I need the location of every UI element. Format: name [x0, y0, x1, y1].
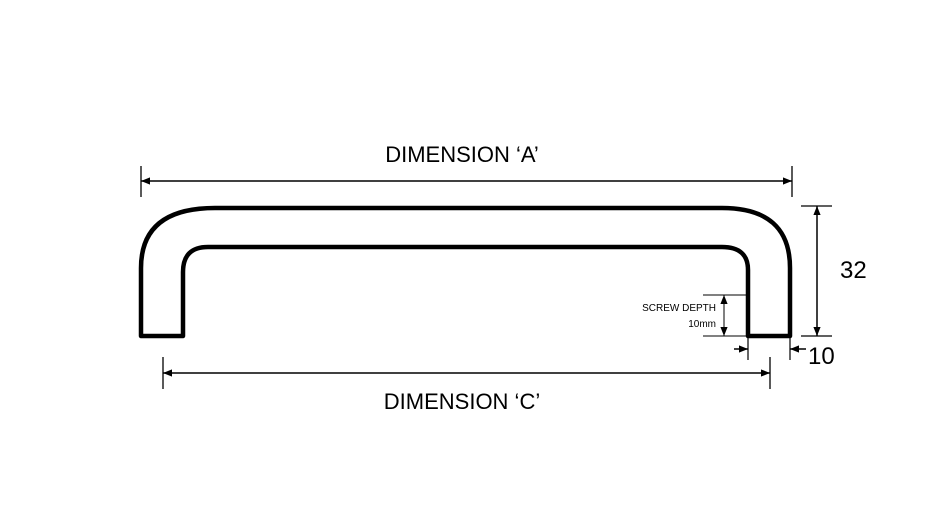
leg-width-dimension-line	[734, 338, 806, 360]
leg-width-label: 10	[808, 343, 835, 370]
dimension-c-line	[162, 357, 771, 389]
height-dimension-line	[801, 205, 832, 337]
dimension-c-label: DIMENSION ‘C’	[384, 389, 540, 414]
screw-depth-line	[703, 294, 748, 337]
dimension-a-label: DIMENSION ‘A’	[385, 142, 539, 167]
screw-depth-value: 10mm	[688, 319, 716, 330]
height-label: 32	[840, 257, 867, 284]
screw-depth-title: SCREW DEPTH	[642, 303, 716, 314]
dimension-a-line	[140, 166, 793, 197]
handle-outline	[138, 205, 793, 339]
